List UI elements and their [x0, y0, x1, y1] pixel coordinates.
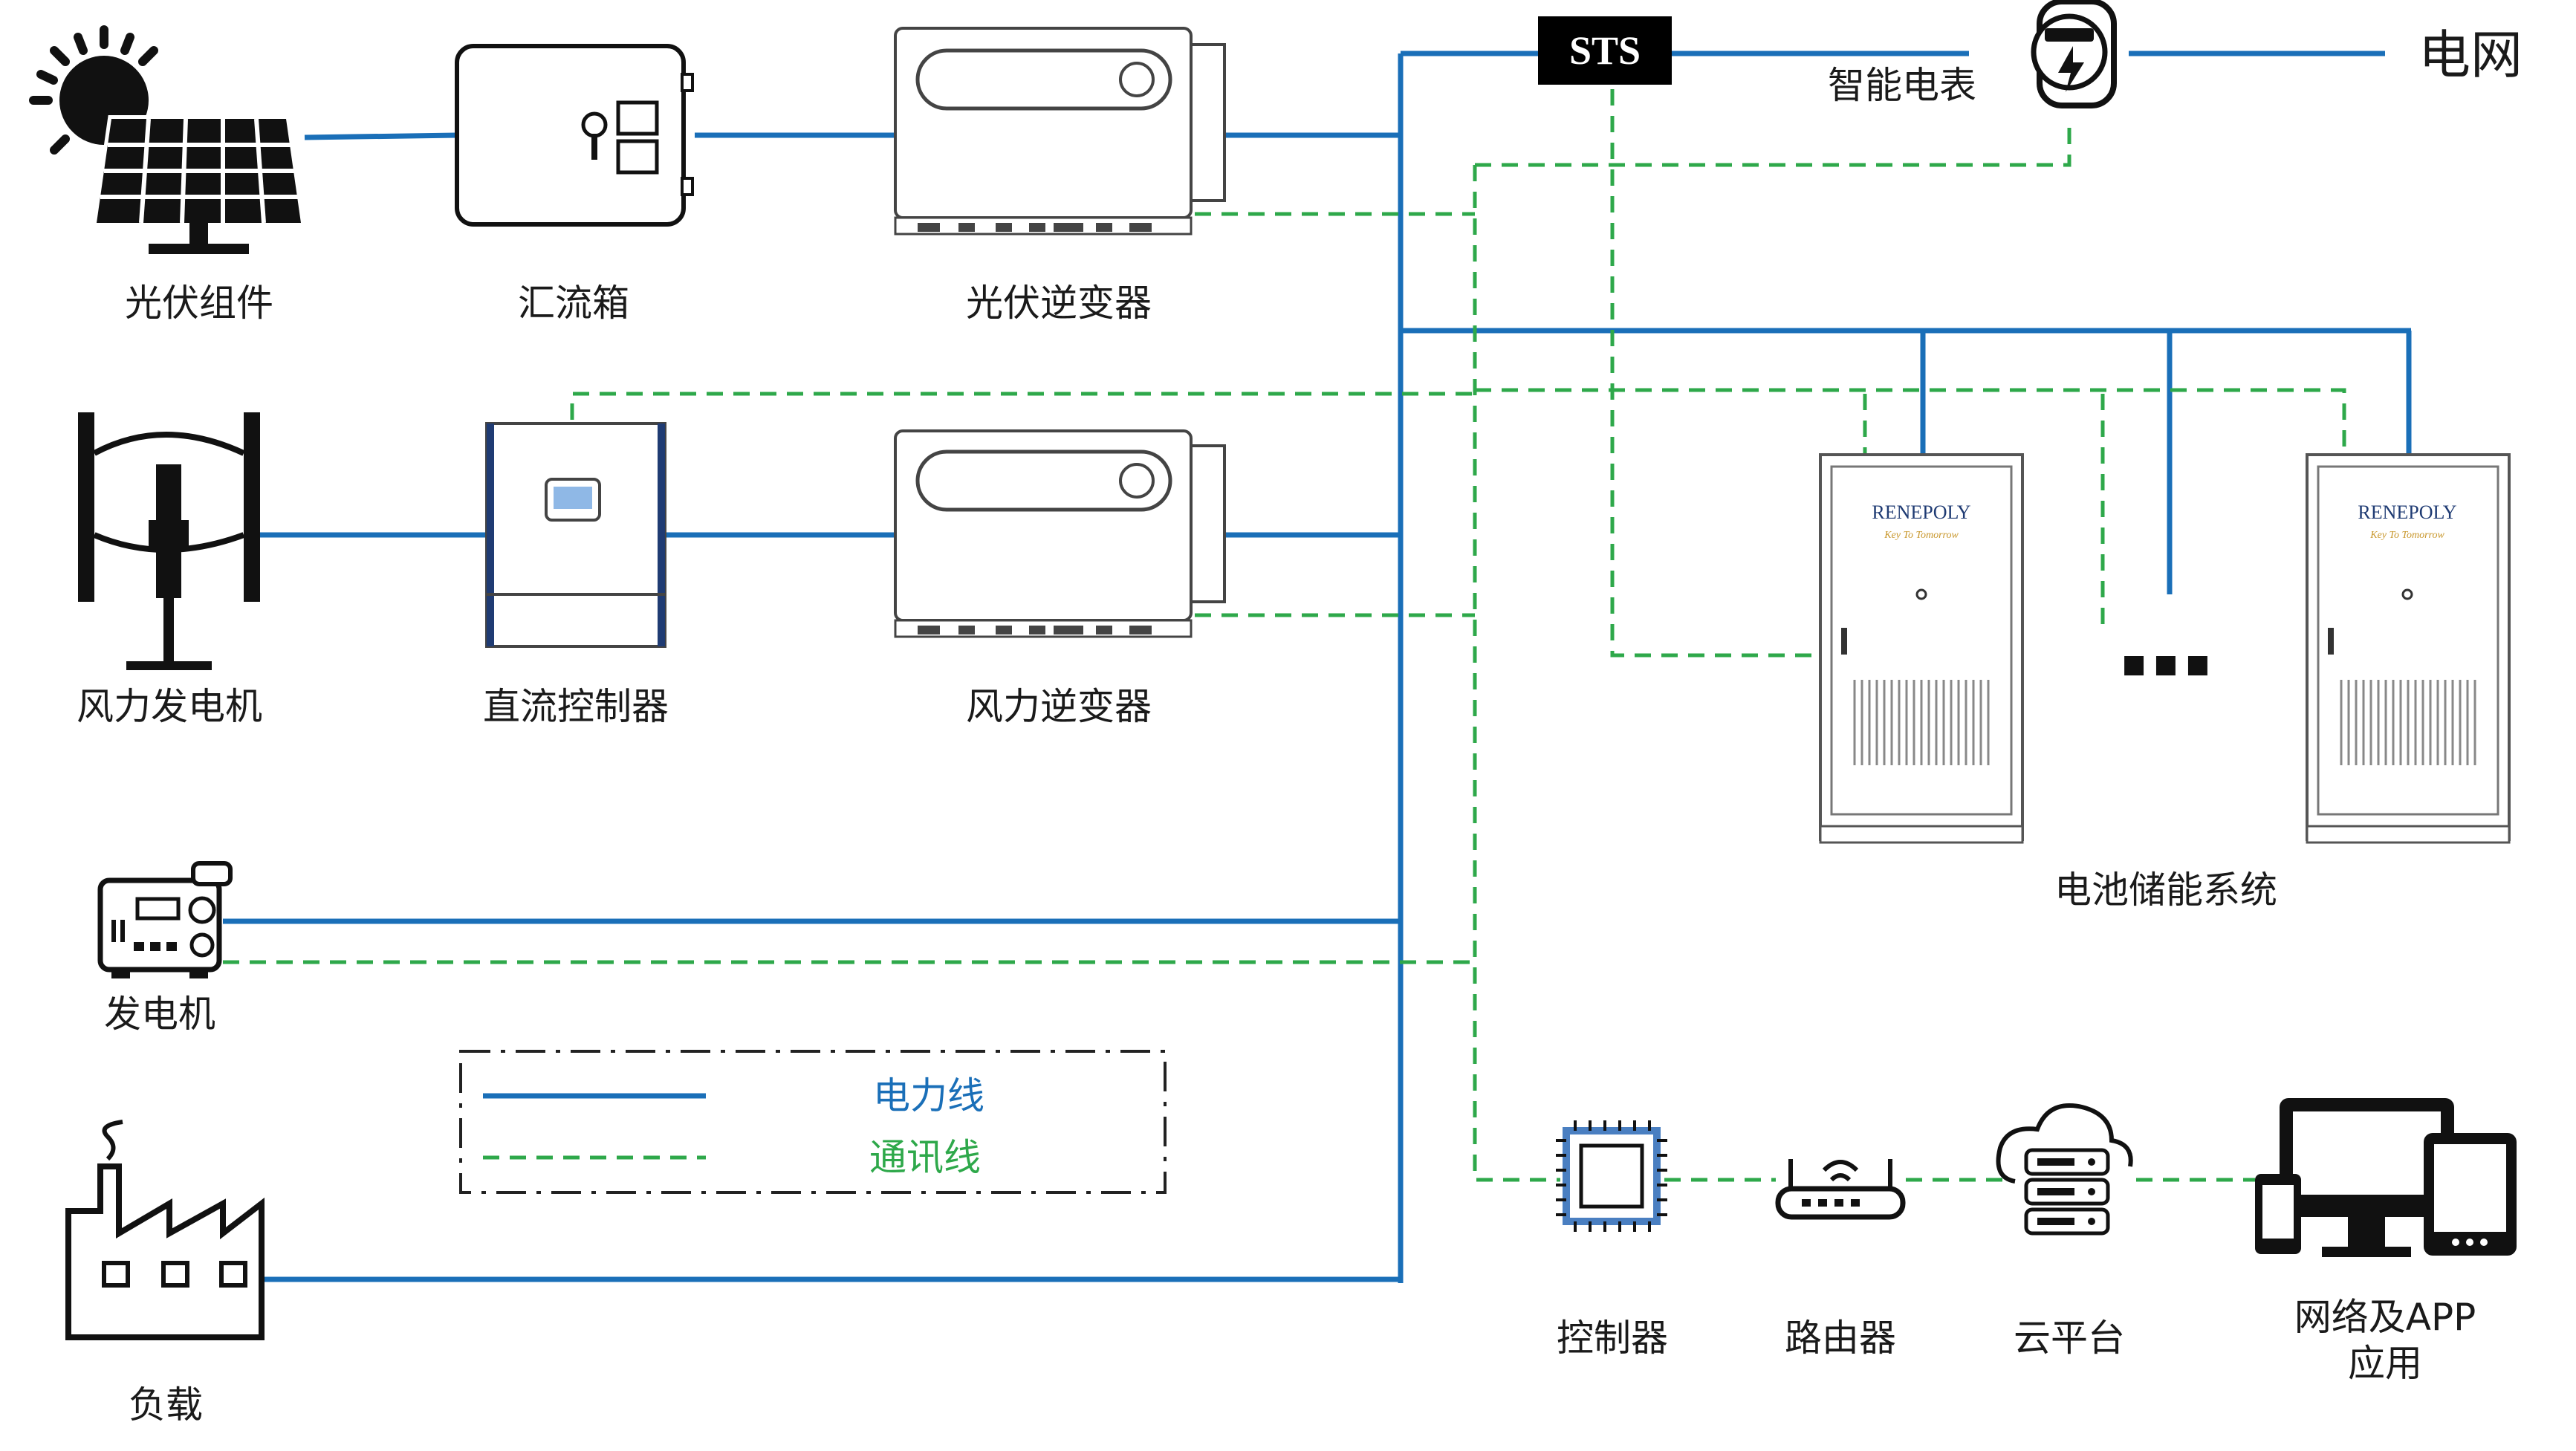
generator-icon — [97, 861, 233, 978]
comm-lines — [223, 89, 2346, 1182]
factory-icon — [65, 1120, 265, 1340]
load-label: 负载 — [129, 1383, 203, 1426]
cloud-server-icon — [1996, 1103, 2133, 1236]
ellipsis-dots: ■ ■ ■ — [2122, 649, 2210, 679]
router-label: 路由器 — [1785, 1317, 1896, 1360]
battery-cabinet-1: RENEPOLY Key To Tomorrow — [1819, 453, 2024, 844]
dc-controller-icon — [485, 422, 666, 648]
generator-label: 发电机 — [104, 993, 215, 1036]
network-app-label-line1: 网络及APP — [2294, 1296, 2476, 1339]
combiner-box-icon — [455, 44, 694, 227]
devices-icon — [2255, 1098, 2517, 1257]
cabinet-1-brand: RENEPOLY — [1872, 501, 1970, 523]
combiner-box-label: 汇流箱 — [518, 282, 629, 325]
network-app-label-line2: 应用 — [2348, 1342, 2422, 1385]
cloud-platform-label: 云平台 — [2014, 1317, 2125, 1360]
smart-meter-icon — [2031, 0, 2117, 108]
legend-comm-label: 通讯线 — [869, 1136, 981, 1179]
wind-inverter-icon — [894, 429, 1226, 638]
sts-label: STS — [1569, 28, 1641, 73]
legend: 电力线 通讯线 — [459, 1050, 1167, 1194]
controller-chip-icon — [1556, 1120, 1667, 1232]
wind-inverter-label: 风力逆变器 — [966, 685, 1152, 728]
dc-controller-label: 直流控制器 — [483, 685, 669, 728]
battery-storage-label: 电池储能系统 — [2054, 869, 2277, 912]
router-icon — [1775, 1159, 1906, 1220]
solar-panel-icon — [29, 25, 305, 254]
cabinet-2-slogan: Key To Tomorrow — [2369, 530, 2444, 541]
legend-power-label: 电力线 — [873, 1074, 984, 1117]
wind-turbine-icon — [78, 412, 260, 670]
smart-meter-label: 智能电表 — [1828, 64, 1976, 107]
pv-modules-label: 光伏组件 — [125, 282, 273, 325]
battery-cabinet-2: RENEPOLY Key To Tomorrow — [2306, 453, 2511, 844]
sts-box: STS — [1538, 16, 1672, 85]
pv-inverter-icon — [894, 27, 1226, 236]
controller-label: 控制器 — [1557, 1317, 1668, 1360]
pv-inverter-label: 光伏逆变器 — [966, 282, 1152, 325]
wind-turbine-label: 风力发电机 — [77, 685, 262, 728]
cabinet-2-brand: RENEPOLY — [2358, 501, 2456, 523]
cabinet-1-slogan: Key To Tomorrow — [1884, 530, 1959, 541]
grid-label: 电网 — [2418, 25, 2523, 85]
power-lines — [223, 51, 2412, 1283]
